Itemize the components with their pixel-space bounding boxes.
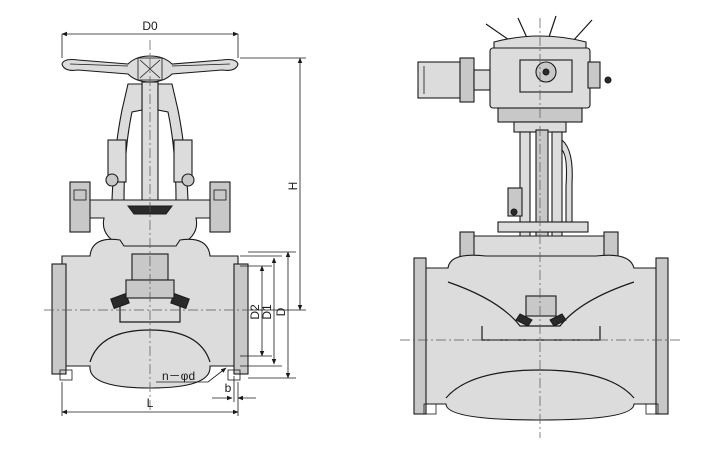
callout-bolt-holes: n－φd <box>156 367 227 383</box>
dimension-d2: D2 <box>240 265 272 357</box>
electric-motor <box>417 57 491 103</box>
handwheel <box>61 55 239 83</box>
dimension-l: L <box>61 382 239 416</box>
label-h: H <box>286 182 300 191</box>
dimension-d1: D1 <box>240 255 282 367</box>
bonnet <box>69 181 231 247</box>
manual-globe-valve-section <box>44 40 262 410</box>
label-l: L <box>147 396 154 410</box>
dimension-h: H <box>240 57 306 311</box>
label-d: D <box>274 307 288 316</box>
label-d1: D1 <box>260 304 274 320</box>
actuator-handwheel <box>485 15 593 49</box>
label-d2: D2 <box>248 304 262 320</box>
dimension-d: D <box>248 251 296 379</box>
dimension-b: b <box>212 376 256 402</box>
label-bolt-holes: n－φd <box>162 369 195 383</box>
actuator-valve-body <box>413 254 669 421</box>
actuator-housing <box>489 47 612 133</box>
dimension-d0: D0 <box>61 19 239 58</box>
label-b: b <box>225 381 232 395</box>
label-d0: D0 <box>142 19 158 33</box>
electric-globe-valve-section <box>400 15 680 438</box>
yoke <box>105 83 195 201</box>
